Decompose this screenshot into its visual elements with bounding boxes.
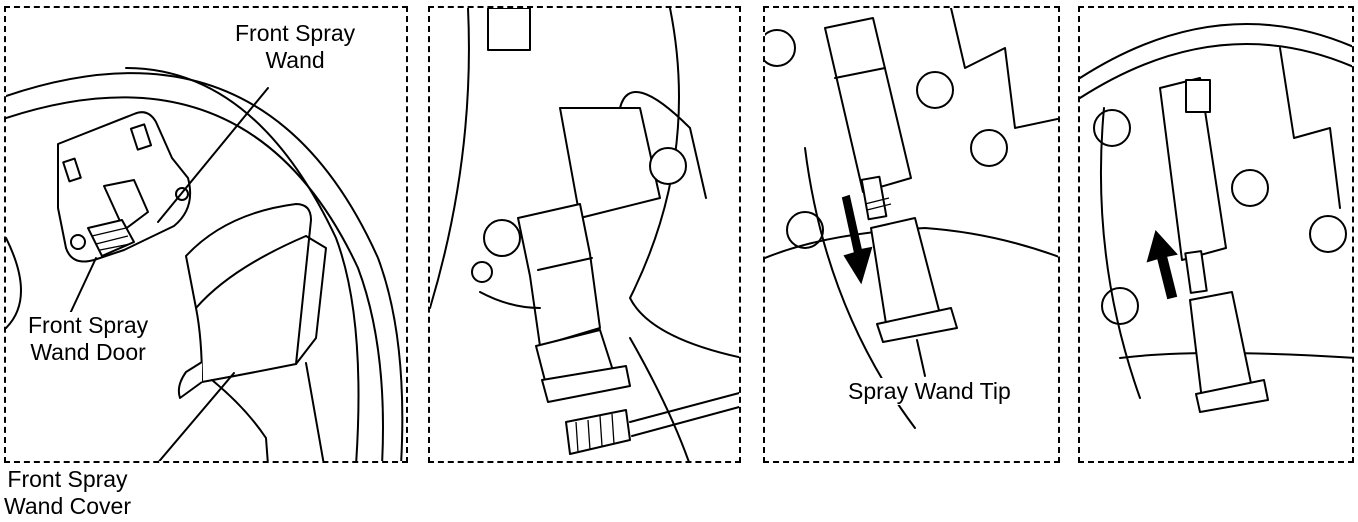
step-2-panel — [428, 6, 741, 463]
step-4-panel — [1078, 6, 1354, 463]
step-3-illustration — [765, 8, 1058, 429]
step-3-panel: Spray Wand Tip — [763, 6, 1060, 463]
step-2-illustration — [430, 8, 739, 461]
spray-wand-tip-label: Spray Wand Tip — [848, 378, 1011, 405]
step-1-illustration — [6, 67, 404, 461]
step-4-illustration — [1080, 23, 1352, 413]
